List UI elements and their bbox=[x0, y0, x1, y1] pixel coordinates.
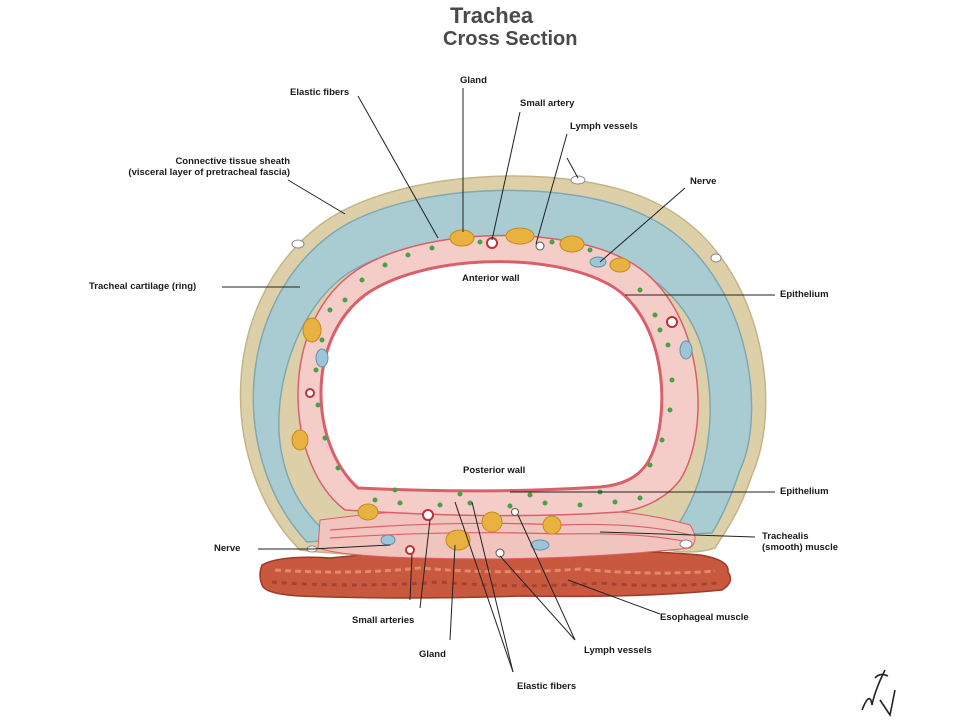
label-lymph-vessels-top: Lymph vessels bbox=[570, 121, 638, 132]
label-nerve-bottom: Nerve bbox=[214, 543, 241, 554]
label-gland-top: Gland bbox=[460, 75, 487, 86]
label-epithelium-top: Epithelium bbox=[780, 289, 829, 300]
label-esophageal-muscle: Esophageal muscle bbox=[660, 612, 749, 623]
mucosa-dots bbox=[313, 239, 675, 509]
leader-lines bbox=[222, 88, 775, 673]
label-elastic-fibers-top: Elastic fibers bbox=[290, 87, 350, 98]
label-small-arteries: Small arteries bbox=[352, 615, 415, 626]
label-gland-bottom: Gland bbox=[419, 649, 446, 660]
label-small-artery: Small artery bbox=[520, 98, 575, 109]
label-epithelium-bottom: Epithelium bbox=[780, 486, 829, 497]
label-lymph-vessels-bottom: Lymph vessels bbox=[584, 645, 652, 656]
label-tracheal-cartilage: Tracheal cartilage (ring) bbox=[89, 281, 197, 292]
label-nerve-top: Nerve bbox=[690, 176, 717, 187]
label-connective-tissue-sheath: Connective tissue sheath (visceral layer… bbox=[128, 156, 290, 178]
esophageal-muscle bbox=[259, 549, 732, 599]
label-elastic-fibers-bottom: Elastic fibers bbox=[517, 681, 577, 692]
page-title: Trachea bbox=[450, 3, 534, 28]
page-subtitle: Cross Section bbox=[443, 28, 578, 50]
label-anterior-wall: Anterior wall bbox=[462, 273, 520, 284]
signature-mark-icon bbox=[861, 669, 896, 718]
tracheal-cartilage bbox=[252, 189, 753, 543]
nerves bbox=[315, 256, 693, 551]
lumen bbox=[319, 260, 664, 493]
vessels bbox=[291, 175, 722, 558]
label-posterior-wall: Posterior wall bbox=[463, 465, 526, 476]
label-trachealis-muscle: Trachealis (smooth) muscle bbox=[762, 531, 839, 553]
glands bbox=[291, 227, 631, 551]
